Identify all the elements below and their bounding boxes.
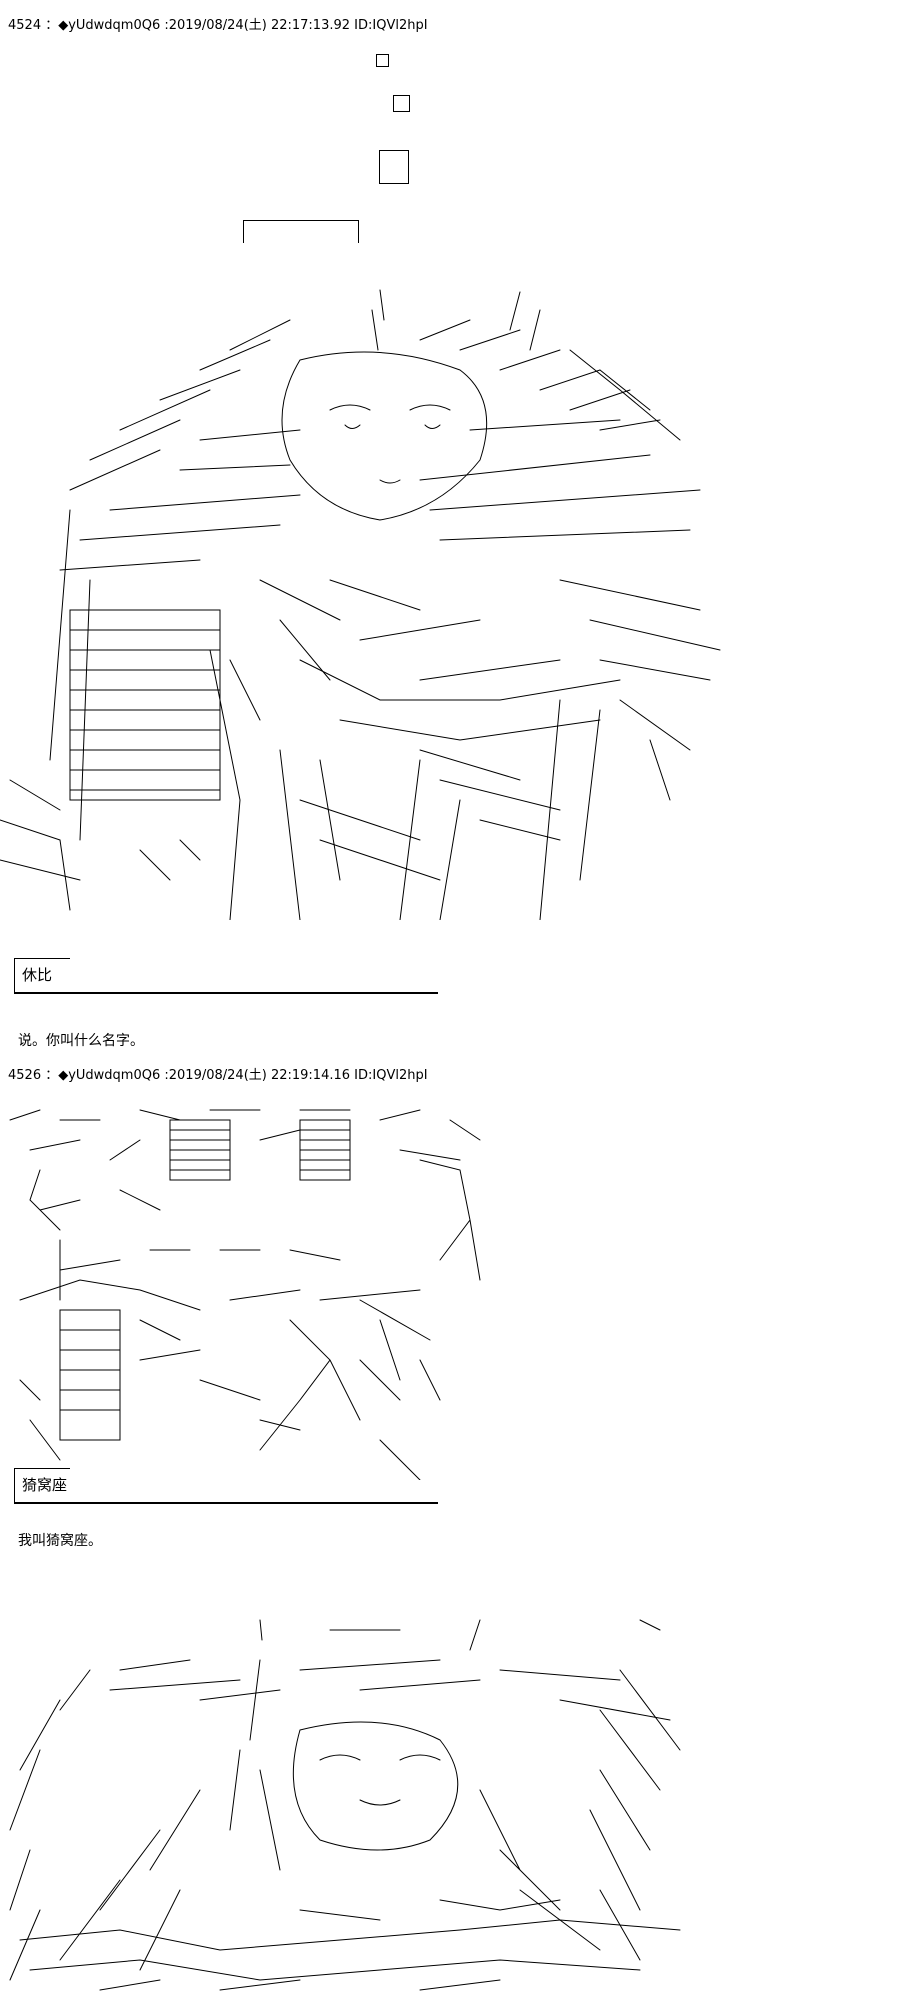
post-header: 4526 ：◆yUdwdqm0Q6 :2019/08/24(土) 22:19:1… [8, 1068, 428, 1083]
ascii-art-figure-2 [0, 1100, 520, 1480]
speaker-name: 休比 [22, 966, 53, 984]
speaker-name: 猗窝座 [22, 1476, 68, 1494]
speaker-top-line [14, 1468, 70, 1469]
bracket-line [243, 220, 359, 243]
small-square-3 [379, 150, 409, 184]
speaker-underline [14, 1502, 438, 1504]
small-square-1 [376, 54, 389, 67]
speaker-bracket [14, 1468, 15, 1504]
dialogue-text: 说。你叫什么名字。 [18, 1033, 144, 1049]
speaker-top-line [14, 958, 70, 959]
post-header: 4524 ：◆yUdwdqm0Q6 :2019/08/24(土) 22:17:1… [8, 18, 428, 33]
ascii-art-figure-1 [0, 280, 730, 920]
dialogue-text: 我叫猗窝座。 [18, 1533, 102, 1549]
small-square-2 [393, 95, 410, 112]
speaker-underline [14, 992, 438, 994]
ascii-art-figure-3 [0, 1610, 690, 2000]
speaker-bracket [14, 958, 15, 994]
